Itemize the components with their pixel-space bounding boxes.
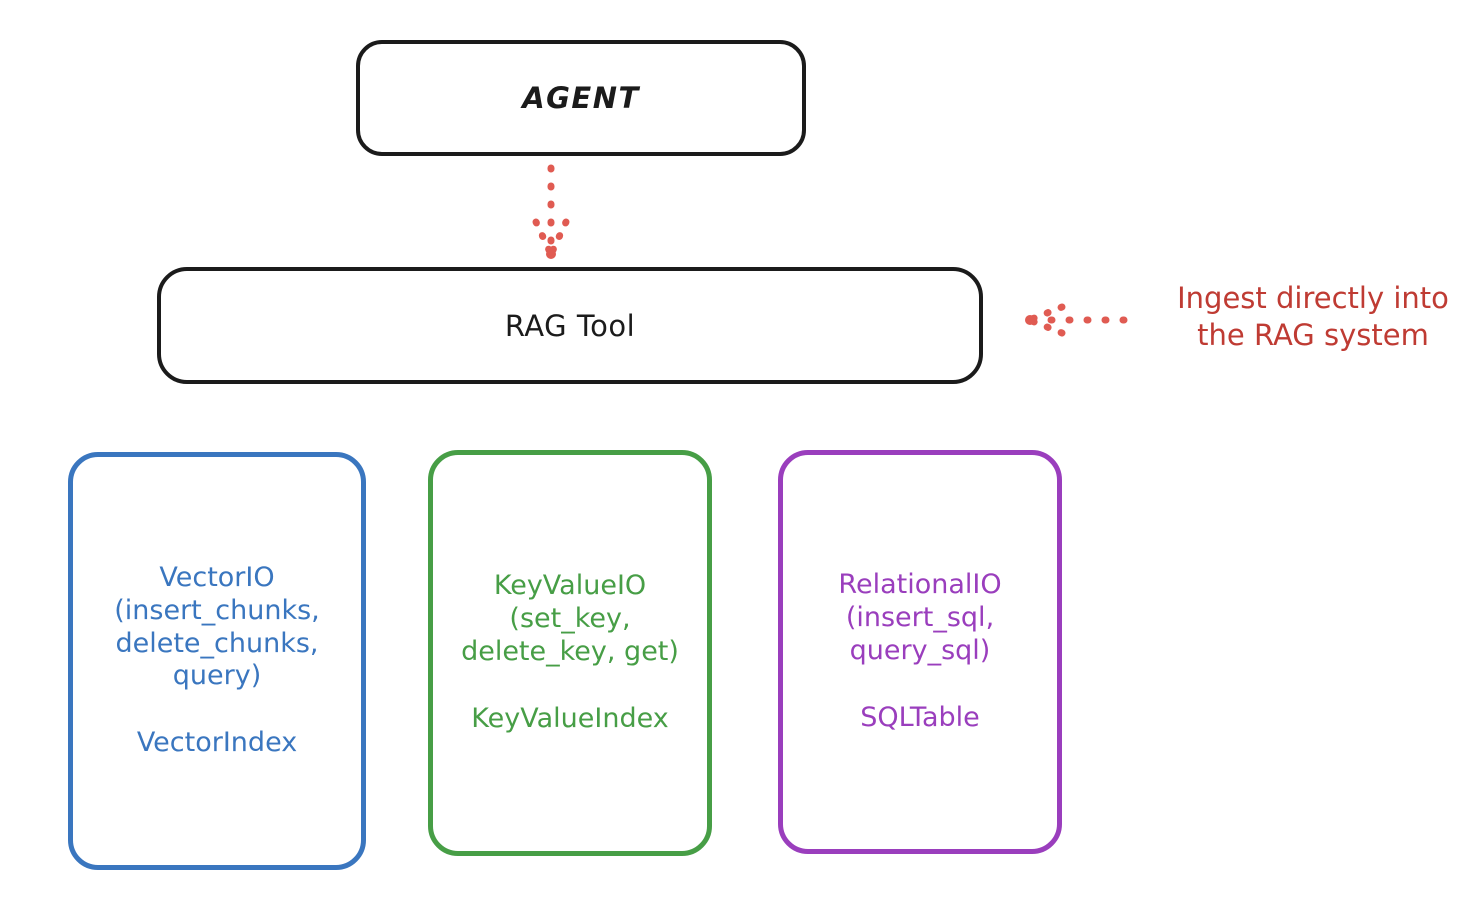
node-vector-io[interactable]: VectorIO (insert_chunks, delete_chunks, … — [68, 452, 366, 870]
node-vector-io-index-label: VectorIndex — [136, 727, 298, 759]
node-relational-io-api-label: RelationalIO (insert_sql, query_sql) — [838, 569, 1002, 666]
node-agent[interactable]: AGENT — [356, 40, 806, 156]
node-key-value-io-index-label: KeyValueIndex — [471, 702, 669, 734]
annotation-ingest-note: Ingest directly into the RAG system — [1177, 281, 1449, 353]
edge-agent-to-rag-tool-icon — [532, 164, 570, 259]
node-rag-tool-label: RAG Tool — [504, 308, 636, 343]
node-vector-io-api-label: VectorIO (insert_chunks, delete_chunks, … — [114, 561, 320, 692]
node-key-value-io-api-label: KeyValueIO (set_key, delete_key, get) — [461, 570, 679, 667]
edge-ingest-note-to-rag-tool-icon — [1025, 303, 1128, 337]
node-agent-label: AGENT — [522, 81, 640, 115]
node-rag-tool[interactable]: RAG Tool — [157, 267, 983, 384]
node-relational-io-index-label: SQLTable — [860, 701, 980, 733]
node-key-value-io[interactable]: KeyValueIO (set_key, delete_key, get) Ke… — [428, 450, 712, 856]
node-relational-io[interactable]: RelationalIO (insert_sql, query_sql) SQL… — [778, 450, 1062, 854]
